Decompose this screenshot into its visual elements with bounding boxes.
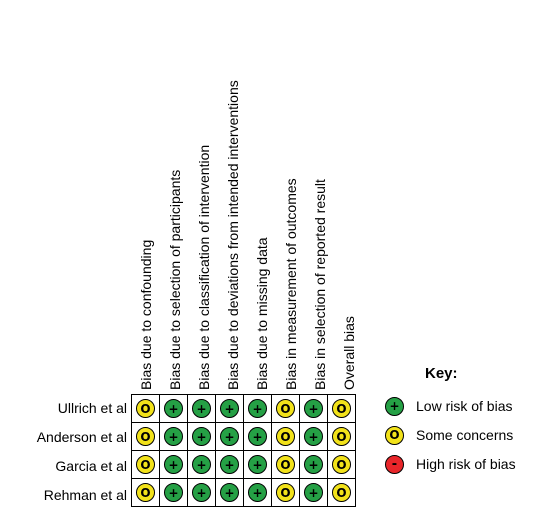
key-item-some: O Some concerns [385, 424, 513, 446]
low-rating-icon: + [220, 427, 239, 446]
rating-cell: + [159, 394, 188, 423]
rating-cell: + [299, 394, 328, 423]
study-name: Ullrich et al [57, 400, 127, 416]
rating-cell: O [131, 422, 160, 451]
key-title: Key: [425, 365, 458, 382]
domain-header-label: Bias due to classification of interventi… [196, 144, 212, 390]
rating-cell: O [327, 422, 356, 451]
key-item-high: -High risk of bias [385, 453, 516, 475]
rating-cell: O [327, 450, 356, 479]
low-rating-icon: + [304, 427, 323, 446]
rating-cell: + [159, 450, 188, 479]
key-item-low: + Low risk of bias [385, 395, 512, 417]
rating-cell: O [271, 394, 300, 423]
low-rating-icon: + [248, 483, 267, 502]
some-rating-icon: O [332, 483, 351, 502]
rating-cell: + [215, 394, 244, 423]
some-rating-icon: O [332, 455, 351, 474]
domain-header-label: Overall bias [341, 316, 357, 390]
low-rating-icon: + [304, 455, 323, 474]
rating-cell: + [299, 450, 328, 479]
study-name: Anderson et al [36, 429, 127, 445]
rating-cell: + [187, 450, 216, 479]
some-rating-icon: O [332, 399, 351, 418]
low-rating-icon: + [304, 399, 323, 418]
key-item-label: Low risk of bias [416, 398, 513, 414]
rating-cell: O [327, 478, 356, 507]
low-rating-icon: + [385, 396, 404, 416]
some-rating-icon: O [276, 399, 295, 418]
rating-cell: + [159, 478, 188, 507]
rating-cell: O [271, 422, 300, 451]
low-rating-icon: + [220, 483, 239, 502]
low-rating-icon: + [304, 483, 323, 502]
rating-cell: + [215, 478, 244, 507]
rating-cell: + [215, 450, 244, 479]
low-rating-icon: + [248, 455, 267, 474]
rating-cell: O [131, 394, 160, 423]
some-rating-icon: O [276, 427, 295, 446]
rating-cell: + [299, 422, 328, 451]
study-name: Garcia et al [55, 458, 127, 474]
low-rating-icon: + [164, 427, 183, 446]
rating-cell: O [271, 478, 300, 507]
some-rating-icon: O [385, 425, 404, 445]
low-rating-icon: + [192, 427, 211, 446]
low-rating-icon: + [192, 483, 211, 502]
some-rating-icon: O [276, 483, 295, 502]
some-rating-icon: O [136, 399, 155, 418]
low-rating-icon: + [248, 399, 267, 418]
table-row: O + + + + O + O [131, 394, 356, 423]
key-item-label: High risk of bias [416, 456, 516, 472]
rating-cell: + [215, 422, 244, 451]
some-rating-icon: O [332, 427, 351, 446]
low-rating-icon: + [164, 399, 183, 418]
rating-cell: + [243, 422, 272, 451]
rating-cell: + [243, 394, 272, 423]
rating-cell: O [131, 450, 160, 479]
study-name: Rehman et al [43, 487, 127, 503]
high-rating-icon: - [385, 454, 404, 474]
some-rating-icon: O [136, 483, 155, 502]
low-rating-icon: + [192, 399, 211, 418]
table-row: O + + + + O + O [131, 450, 356, 479]
key-item-label: Some concerns [416, 427, 514, 443]
domain-header-label: Bias in selection of reported result [312, 179, 328, 390]
rating-cell: + [243, 450, 272, 479]
low-rating-icon: + [248, 427, 267, 446]
rating-cell: + [187, 478, 216, 507]
rating-cell: O [327, 394, 356, 423]
domain-header-label: Bias due to missing data [254, 237, 270, 390]
table-row: O + + + + O + O [131, 478, 356, 507]
low-rating-icon: + [164, 455, 183, 474]
low-rating-icon: + [164, 483, 183, 502]
low-rating-icon: + [220, 455, 239, 474]
some-rating-icon: O [136, 427, 155, 446]
domain-header-label: Bias in measurement of outcomes [283, 178, 299, 390]
some-rating-icon: O [136, 455, 155, 474]
rating-cell: + [243, 478, 272, 507]
domain-header-label: Bias due to confounding [138, 239, 154, 390]
domain-header-label: Bias due to deviations from intended int… [225, 80, 241, 390]
rating-cell: + [187, 422, 216, 451]
some-rating-icon: O [276, 455, 295, 474]
low-rating-icon: + [220, 399, 239, 418]
low-rating-icon: + [192, 455, 211, 474]
table-row: O + + + + O + O [131, 422, 356, 451]
rating-cell: O [131, 478, 160, 507]
rating-cell: + [299, 478, 328, 507]
rating-cell: + [187, 394, 216, 423]
domain-header-label: Bias due to selection of participants [167, 169, 183, 390]
rating-cell: + [159, 422, 188, 451]
rating-cell: O [271, 450, 300, 479]
